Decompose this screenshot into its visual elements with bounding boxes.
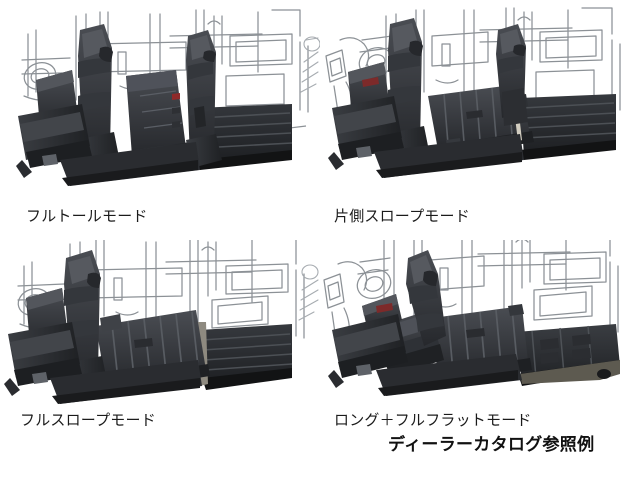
mode-label-full-tall: フルトールモード <box>26 207 148 225</box>
dealer-catalog-footnote: ディーラーカタログ参照例 <box>388 435 595 455</box>
seat-illustration-full-tall <box>0 0 320 200</box>
seat-illustration-long-full-flat <box>320 240 640 414</box>
seat-illustration-one-side-slope <box>320 0 640 200</box>
mode-panel-long-full-flat: ロング＋フルフラットモード <box>320 240 640 480</box>
mode-panel-full-slope: フルスロープモード <box>0 240 320 480</box>
mode-label-full-slope: フルスロープモード <box>20 411 156 429</box>
mode-panel-full-tall: フルトールモード <box>0 0 320 240</box>
mode-label-one-side-slope: 片側スロープモード <box>334 207 470 225</box>
mode-panel-one-side-slope: 片側スロープモード <box>320 0 640 240</box>
seat-illustration-full-slope <box>0 240 320 414</box>
mode-label-long-full-flat: ロング＋フルフラットモード <box>334 411 532 429</box>
